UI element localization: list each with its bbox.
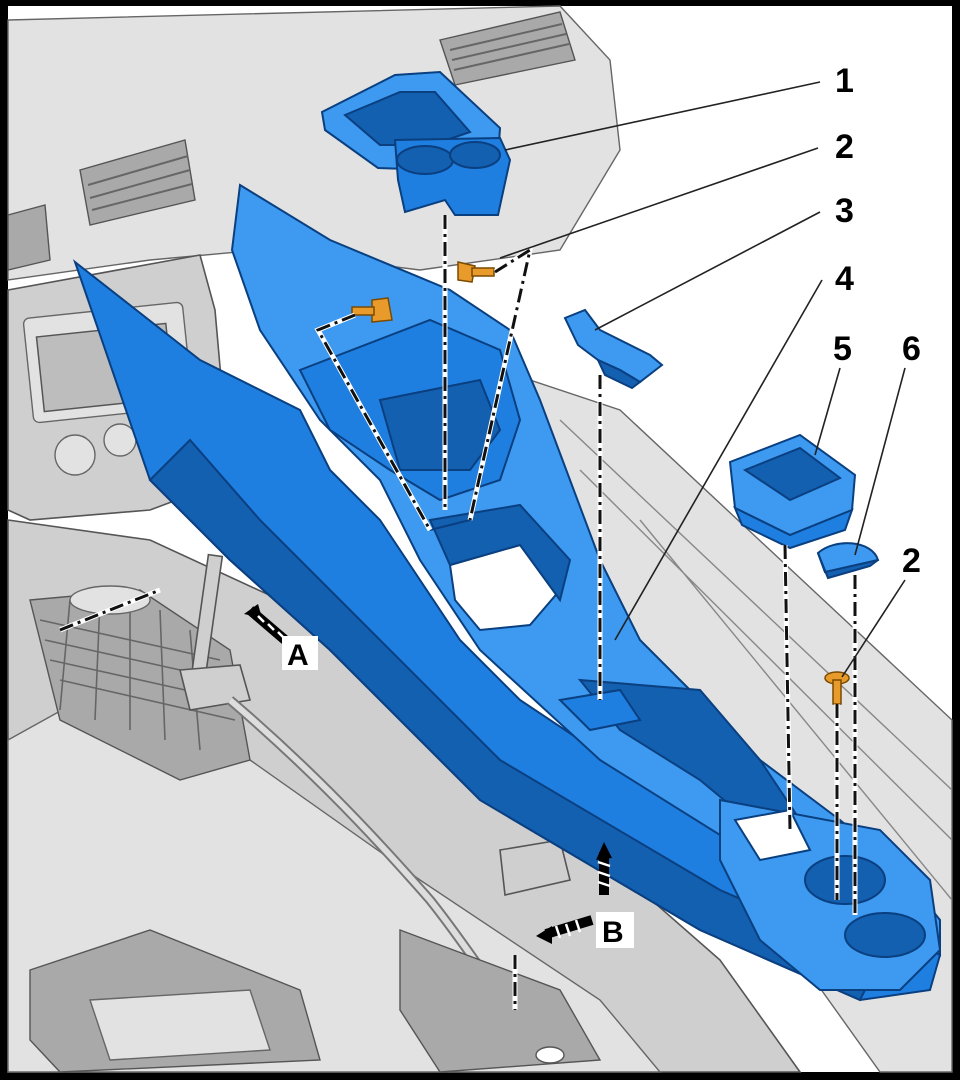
view-a-label-box (282, 636, 318, 670)
assembly-lines (59, 215, 858, 1010)
bracket-part (563, 308, 664, 390)
view-b-label-box (596, 912, 634, 948)
callout-2-upper: 2 (835, 128, 854, 166)
front-tray-cupholder (320, 70, 512, 216)
callout-1: 1 (835, 62, 854, 100)
leader-lines (499, 81, 906, 678)
callout-6: 6 (902, 330, 921, 368)
cap-part (816, 542, 880, 580)
callout-3: 3 (835, 192, 854, 230)
view-b-label: B (602, 916, 624, 949)
screw-rear (824, 671, 850, 705)
screw-upper-front (457, 261, 495, 283)
storage-bin (728, 433, 857, 550)
callout-labels: 1 2 3 4 5 6 2 (833, 62, 921, 580)
callout-4: 4 (835, 260, 854, 298)
air-vent-left (79, 139, 196, 226)
callout-5: 5 (833, 330, 852, 368)
view-arrow-b: B (536, 842, 634, 949)
view-a-label: A (287, 639, 309, 672)
screw-upper-left (351, 297, 393, 323)
center-console (72, 183, 942, 1002)
air-vent-right (439, 11, 576, 86)
callout-2-rear: 2 (902, 542, 921, 580)
view-arrow-a: A (244, 604, 318, 672)
